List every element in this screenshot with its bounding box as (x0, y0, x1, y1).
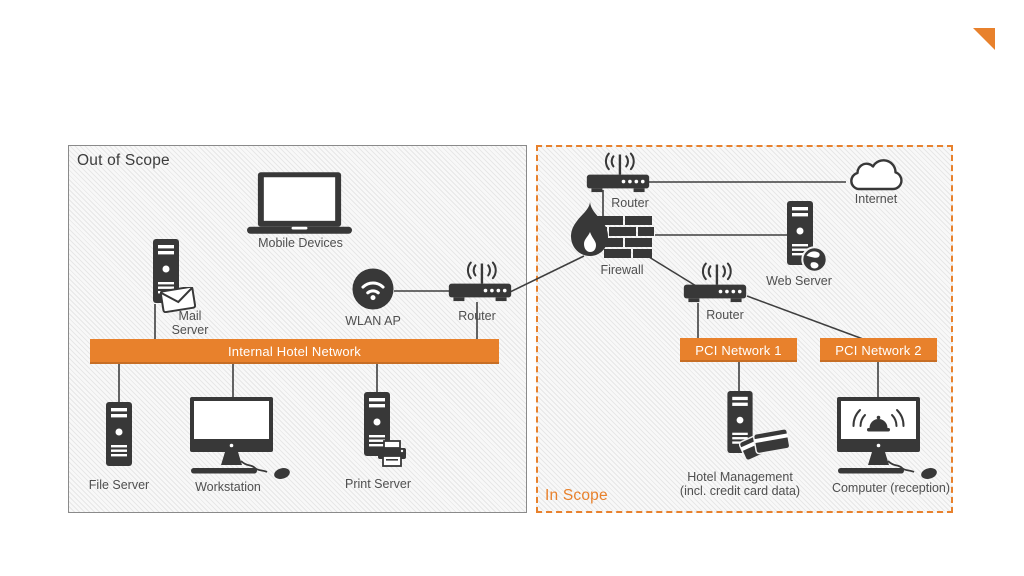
pci-network-1-bar: PCI Network 1 (680, 338, 797, 362)
file-server-node (105, 402, 133, 468)
router-out-node (447, 258, 513, 302)
mobile-devices-node (247, 172, 352, 234)
wlan-ap-label: WLAN AP (345, 314, 401, 328)
web-server-globe (801, 246, 828, 273)
router-edge-node (585, 149, 651, 193)
wlan-ap-node (352, 268, 394, 310)
computer-reception-label: Computer (reception) (831, 481, 951, 495)
internal-hotel-network-bar: Internal Hotel Network (90, 339, 499, 364)
firewall-icon (566, 200, 658, 262)
router-edge-label: Router (611, 196, 649, 210)
cloud-icon (842, 150, 908, 192)
pci-network-1-label: PCI Network 1 (695, 342, 782, 358)
printer-icon (377, 440, 407, 468)
hotel-management-label: Hotel Management (incl. credit card data… (679, 470, 801, 499)
file-server-label: File Server (88, 478, 150, 492)
hotel-management-cards (739, 421, 793, 463)
firewall-label: Firewall (600, 263, 644, 277)
router-internal-label: Router (706, 308, 744, 322)
pci-network-2-label: PCI Network 2 (835, 342, 922, 358)
server-icon (105, 402, 133, 468)
workstation-label: Workstation (195, 480, 261, 494)
credit-cards-icon (739, 421, 793, 463)
router-internal-node (682, 259, 748, 303)
globe-icon (801, 246, 828, 273)
mobile-devices-label: Mobile Devices (258, 236, 343, 250)
out-of-scope-title: Out of Scope (77, 152, 170, 169)
web-server-label: Web Server (766, 274, 832, 288)
firewall-node (566, 200, 658, 262)
in-scope-title: In Scope (545, 487, 608, 504)
router-icon (682, 259, 748, 303)
reception-computer-icon (837, 397, 939, 479)
print-server-label: Print Server (345, 477, 411, 491)
internal-hotel-network-label: Internal Hotel Network (227, 344, 361, 359)
workstation-node (190, 397, 292, 479)
mail-server-label: Mail Server (171, 309, 209, 338)
router-icon (585, 149, 651, 193)
wifi-icon (352, 268, 394, 310)
router-out-label: Router (458, 309, 496, 323)
laptop-icon (247, 172, 352, 234)
internet-node (842, 150, 908, 192)
internet-label: Internet (854, 192, 898, 206)
computer-reception-node (837, 397, 939, 479)
pci-network-2-bar: PCI Network 2 (820, 338, 937, 362)
orange-triangle-logo (973, 28, 995, 50)
router-icon (447, 258, 513, 302)
desktop-computer-icon (190, 397, 292, 479)
print-server-printer (377, 440, 407, 468)
